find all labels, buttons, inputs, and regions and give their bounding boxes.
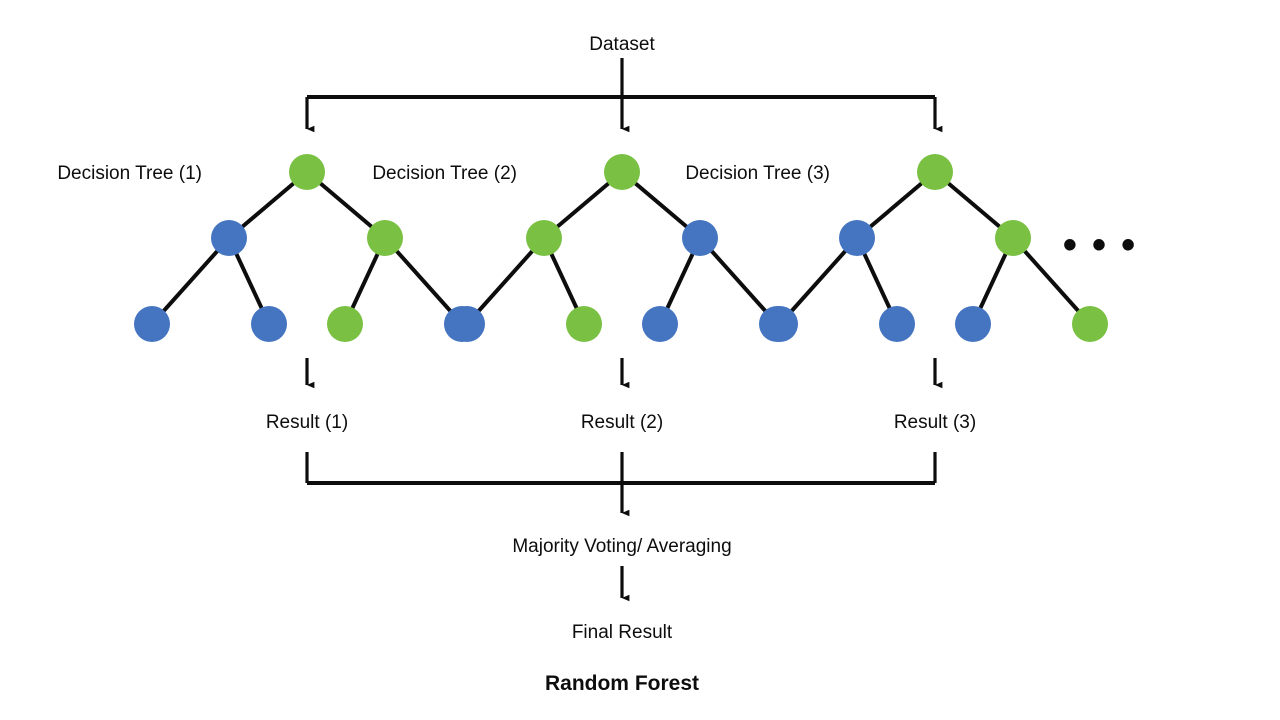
- tree-nodes-layer: [134, 154, 1108, 342]
- tree-2-internal-node-1: [526, 220, 562, 256]
- tree-2-edge-r-rr: [698, 236, 779, 326]
- tree-1-label: Decision Tree (1): [57, 163, 202, 184]
- flow-connectors-layer: [305, 58, 943, 602]
- tree-3-nodes: [762, 154, 1108, 342]
- tree-3-root-node: [917, 154, 953, 190]
- tree-3-leaf-node-2: [879, 306, 915, 342]
- tree-3-edge-l-ll: [778, 236, 859, 326]
- tree-2-leaf-node-1: [449, 306, 485, 342]
- tree-3-edge-r-rr: [1011, 236, 1092, 326]
- tree-3-internal-node-2: [995, 220, 1031, 256]
- tree-2-result-label: Result (2): [581, 412, 663, 433]
- dataset-label: Dataset: [589, 34, 655, 55]
- final-result-label: Final Result: [572, 622, 673, 643]
- tree-2-leaf-node-3: [642, 306, 678, 342]
- tree-2-internal-node-2: [682, 220, 718, 256]
- tree-3-internal-node-1: [839, 220, 875, 256]
- tree-3-label: Decision Tree (3): [685, 163, 830, 184]
- tree-2-label: Decision Tree (2): [372, 163, 517, 184]
- tree-1-edge-r-rr: [383, 236, 464, 326]
- tree-2-edges: [465, 170, 779, 326]
- tree-3-edges: [778, 170, 1092, 326]
- tree-3-result-label: Result (3): [894, 412, 976, 433]
- tree-1-root-node: [289, 154, 325, 190]
- tree-2-nodes: [449, 154, 795, 342]
- tree-1-edges: [150, 170, 464, 326]
- tree-edges-layer: [150, 170, 1092, 326]
- tree-1-leaf-node-1: [134, 306, 170, 342]
- tree-1-internal-node-1: [211, 220, 247, 256]
- tree-3-leaf-node-1: [762, 306, 798, 342]
- tree-1-leaf-node-2: [251, 306, 287, 342]
- tree-1-internal-node-2: [367, 220, 403, 256]
- tree-3-leaf-node-3: [955, 306, 991, 342]
- tree-1-edge-l-ll: [150, 236, 231, 326]
- tree-1-nodes: [134, 154, 480, 342]
- tree-2-edge-l-ll: [465, 236, 546, 326]
- tree-1-result-label: Result (1): [266, 412, 348, 433]
- aggregation-label: Majority Voting/ Averaging: [512, 536, 731, 557]
- tree-2-leaf-node-2: [566, 306, 602, 342]
- tree-3-leaf-node-4: [1072, 306, 1108, 342]
- diagram-title: Random Forest: [545, 672, 699, 695]
- tree-2-root-node: [604, 154, 640, 190]
- tree-1-leaf-node-3: [327, 306, 363, 342]
- more-trees-ellipsis: • • •: [1063, 223, 1137, 267]
